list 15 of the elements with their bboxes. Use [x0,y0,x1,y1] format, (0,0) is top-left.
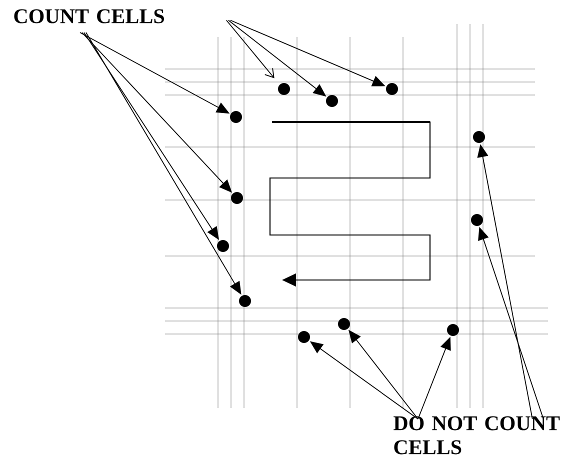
cell-dot [239,295,251,307]
cell-dot [471,214,483,226]
cell-dot [230,111,242,123]
cell-dot [217,240,229,252]
cell-dot [473,131,485,143]
cell-dot [447,324,459,336]
arrow [226,20,274,78]
callout-label: COUNT CELLS [14,9,164,24]
cell-dot [231,192,243,204]
cell-dot [278,83,290,95]
cell-dot [298,331,310,343]
cell-dot [386,83,398,95]
cell-dot [338,318,350,330]
cell-dot [326,95,338,107]
callout-label: DO NOT COUNT CELLS [394,416,560,454]
